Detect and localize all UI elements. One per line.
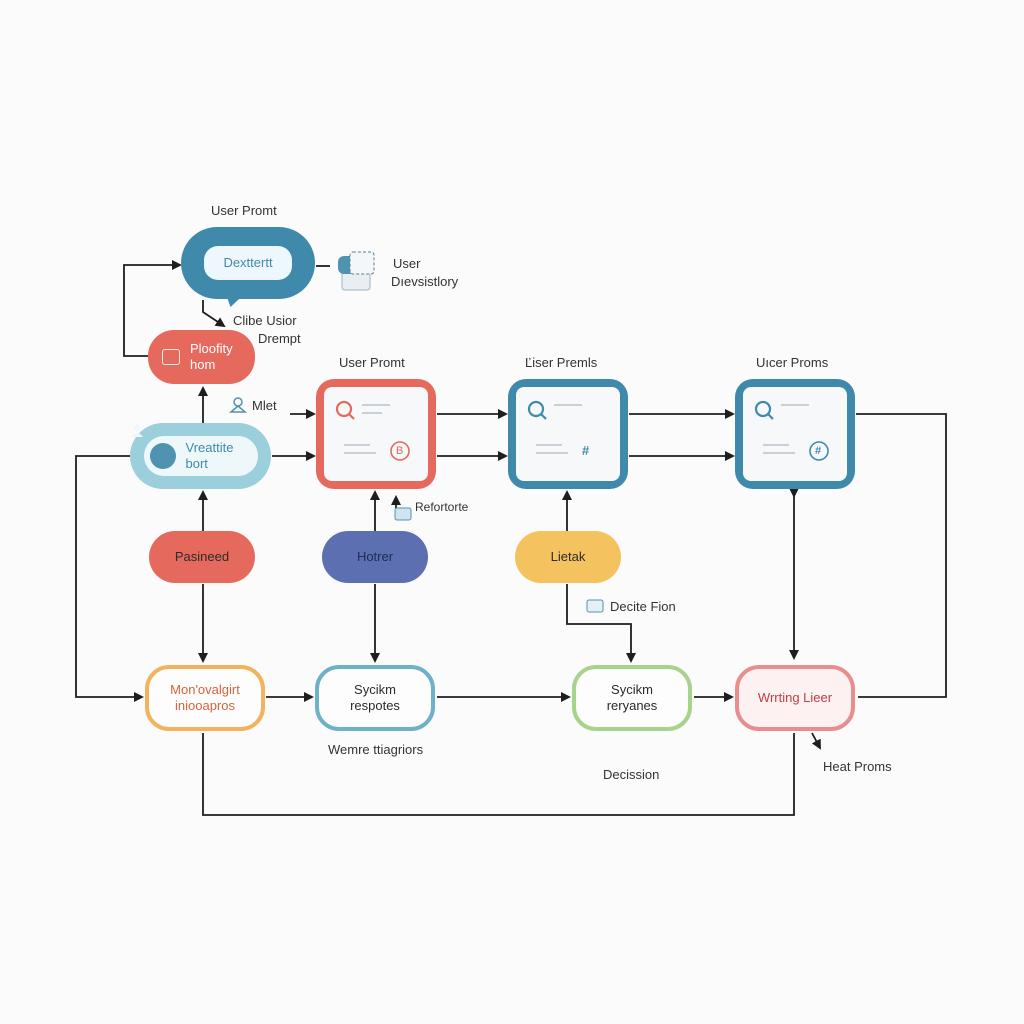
red-prompt-pill[interactable]: Ploofity hom	[148, 330, 255, 384]
magnifier-icon	[754, 400, 772, 418]
teal-pill-line2: bort	[185, 456, 208, 471]
decision-fion-label: Decite Fion	[610, 599, 676, 614]
document-stack-icon	[338, 251, 375, 291]
person-outline-icon	[229, 397, 247, 413]
monitoring-line1: Mon'ovalgirt	[170, 682, 240, 697]
card2-content	[527, 400, 582, 454]
decission-label: Decission	[603, 767, 660, 782]
user-repo-label-line2: Dıevsistlory	[391, 274, 459, 289]
card1-content	[335, 400, 410, 461]
teal-user-pill[interactable]: Vreattite bort	[130, 423, 271, 489]
top-title-label: User Promt	[211, 203, 277, 218]
red-pill-line2: hom	[190, 357, 216, 372]
connector-heat-proms	[811, 732, 821, 750]
prompt-card-teal-1[interactable]: #	[508, 379, 628, 489]
card3-badge: #	[815, 445, 822, 457]
system-green-node[interactable]: Sycikm reryanes	[572, 665, 692, 731]
connector-teal-to-orange	[75, 455, 144, 702]
badge-icon	[390, 441, 410, 461]
card3-content	[754, 400, 829, 461]
wemre-label: Wemre ttiagriors	[328, 742, 424, 757]
hotrer-pill[interactable]: Hotrer	[322, 531, 428, 583]
clibe-label-line2: Drempt	[258, 331, 301, 346]
card1-title: User Promt	[339, 355, 405, 370]
speech-node-text: Dexttertt	[204, 246, 292, 280]
mlet-label: Mlet	[252, 398, 277, 413]
system-green-line2: reryanes	[606, 698, 658, 713]
refortorte-label: Refortorte	[415, 500, 469, 514]
card2-title: Ľiser Premls	[525, 355, 598, 370]
monitoring-node[interactable]: Mon'ovalgirt iniooapros	[145, 665, 265, 731]
writing-node[interactable]: Wrrting Lieer	[735, 665, 855, 731]
magnifier-icon	[527, 400, 545, 418]
lietak-pill[interactable]: Lietak	[515, 531, 621, 583]
card3-title: Uıcer Proms	[756, 355, 829, 370]
speech-node[interactable]: Dexttertt	[181, 227, 315, 307]
prompt-card-teal-2[interactable]: #	[735, 379, 855, 489]
connector-redpill-to-speech	[123, 260, 182, 357]
folder-icon	[586, 599, 604, 613]
system-response-line1: Sycikm	[354, 682, 396, 697]
card1-badge: B	[396, 445, 404, 457]
user-repo-label-line1: User	[393, 256, 421, 271]
user-icon	[131, 424, 176, 469]
badge-icon	[809, 441, 829, 461]
heat-proms-label: Heat Proms	[823, 759, 892, 774]
chat-bubble-icon	[162, 349, 180, 365]
red-pill-line1: Ploofity	[190, 341, 233, 356]
system-green-line1: Sycikm	[611, 682, 653, 697]
system-response-node[interactable]: Sycikm respotes	[315, 665, 435, 731]
prompt-card-red[interactable]: B	[316, 379, 436, 489]
system-response-line2: respotes	[350, 698, 400, 713]
magnifier-icon	[335, 400, 353, 418]
teal-pill-line1: Vreattite	[185, 440, 234, 455]
connector-speech-to-clibe	[202, 300, 226, 328]
clibe-label-line1: Clibe Usior	[233, 313, 297, 328]
pasineed-pill[interactable]: Pasineed	[149, 531, 255, 583]
document-icon	[394, 507, 412, 521]
connector-card3-to-writing	[856, 413, 947, 698]
connector-lietak-to-green	[566, 584, 636, 663]
card2-badge: #	[582, 443, 590, 458]
connector-bottom-loop	[202, 733, 795, 816]
monitoring-line2: iniooapros	[175, 698, 235, 713]
